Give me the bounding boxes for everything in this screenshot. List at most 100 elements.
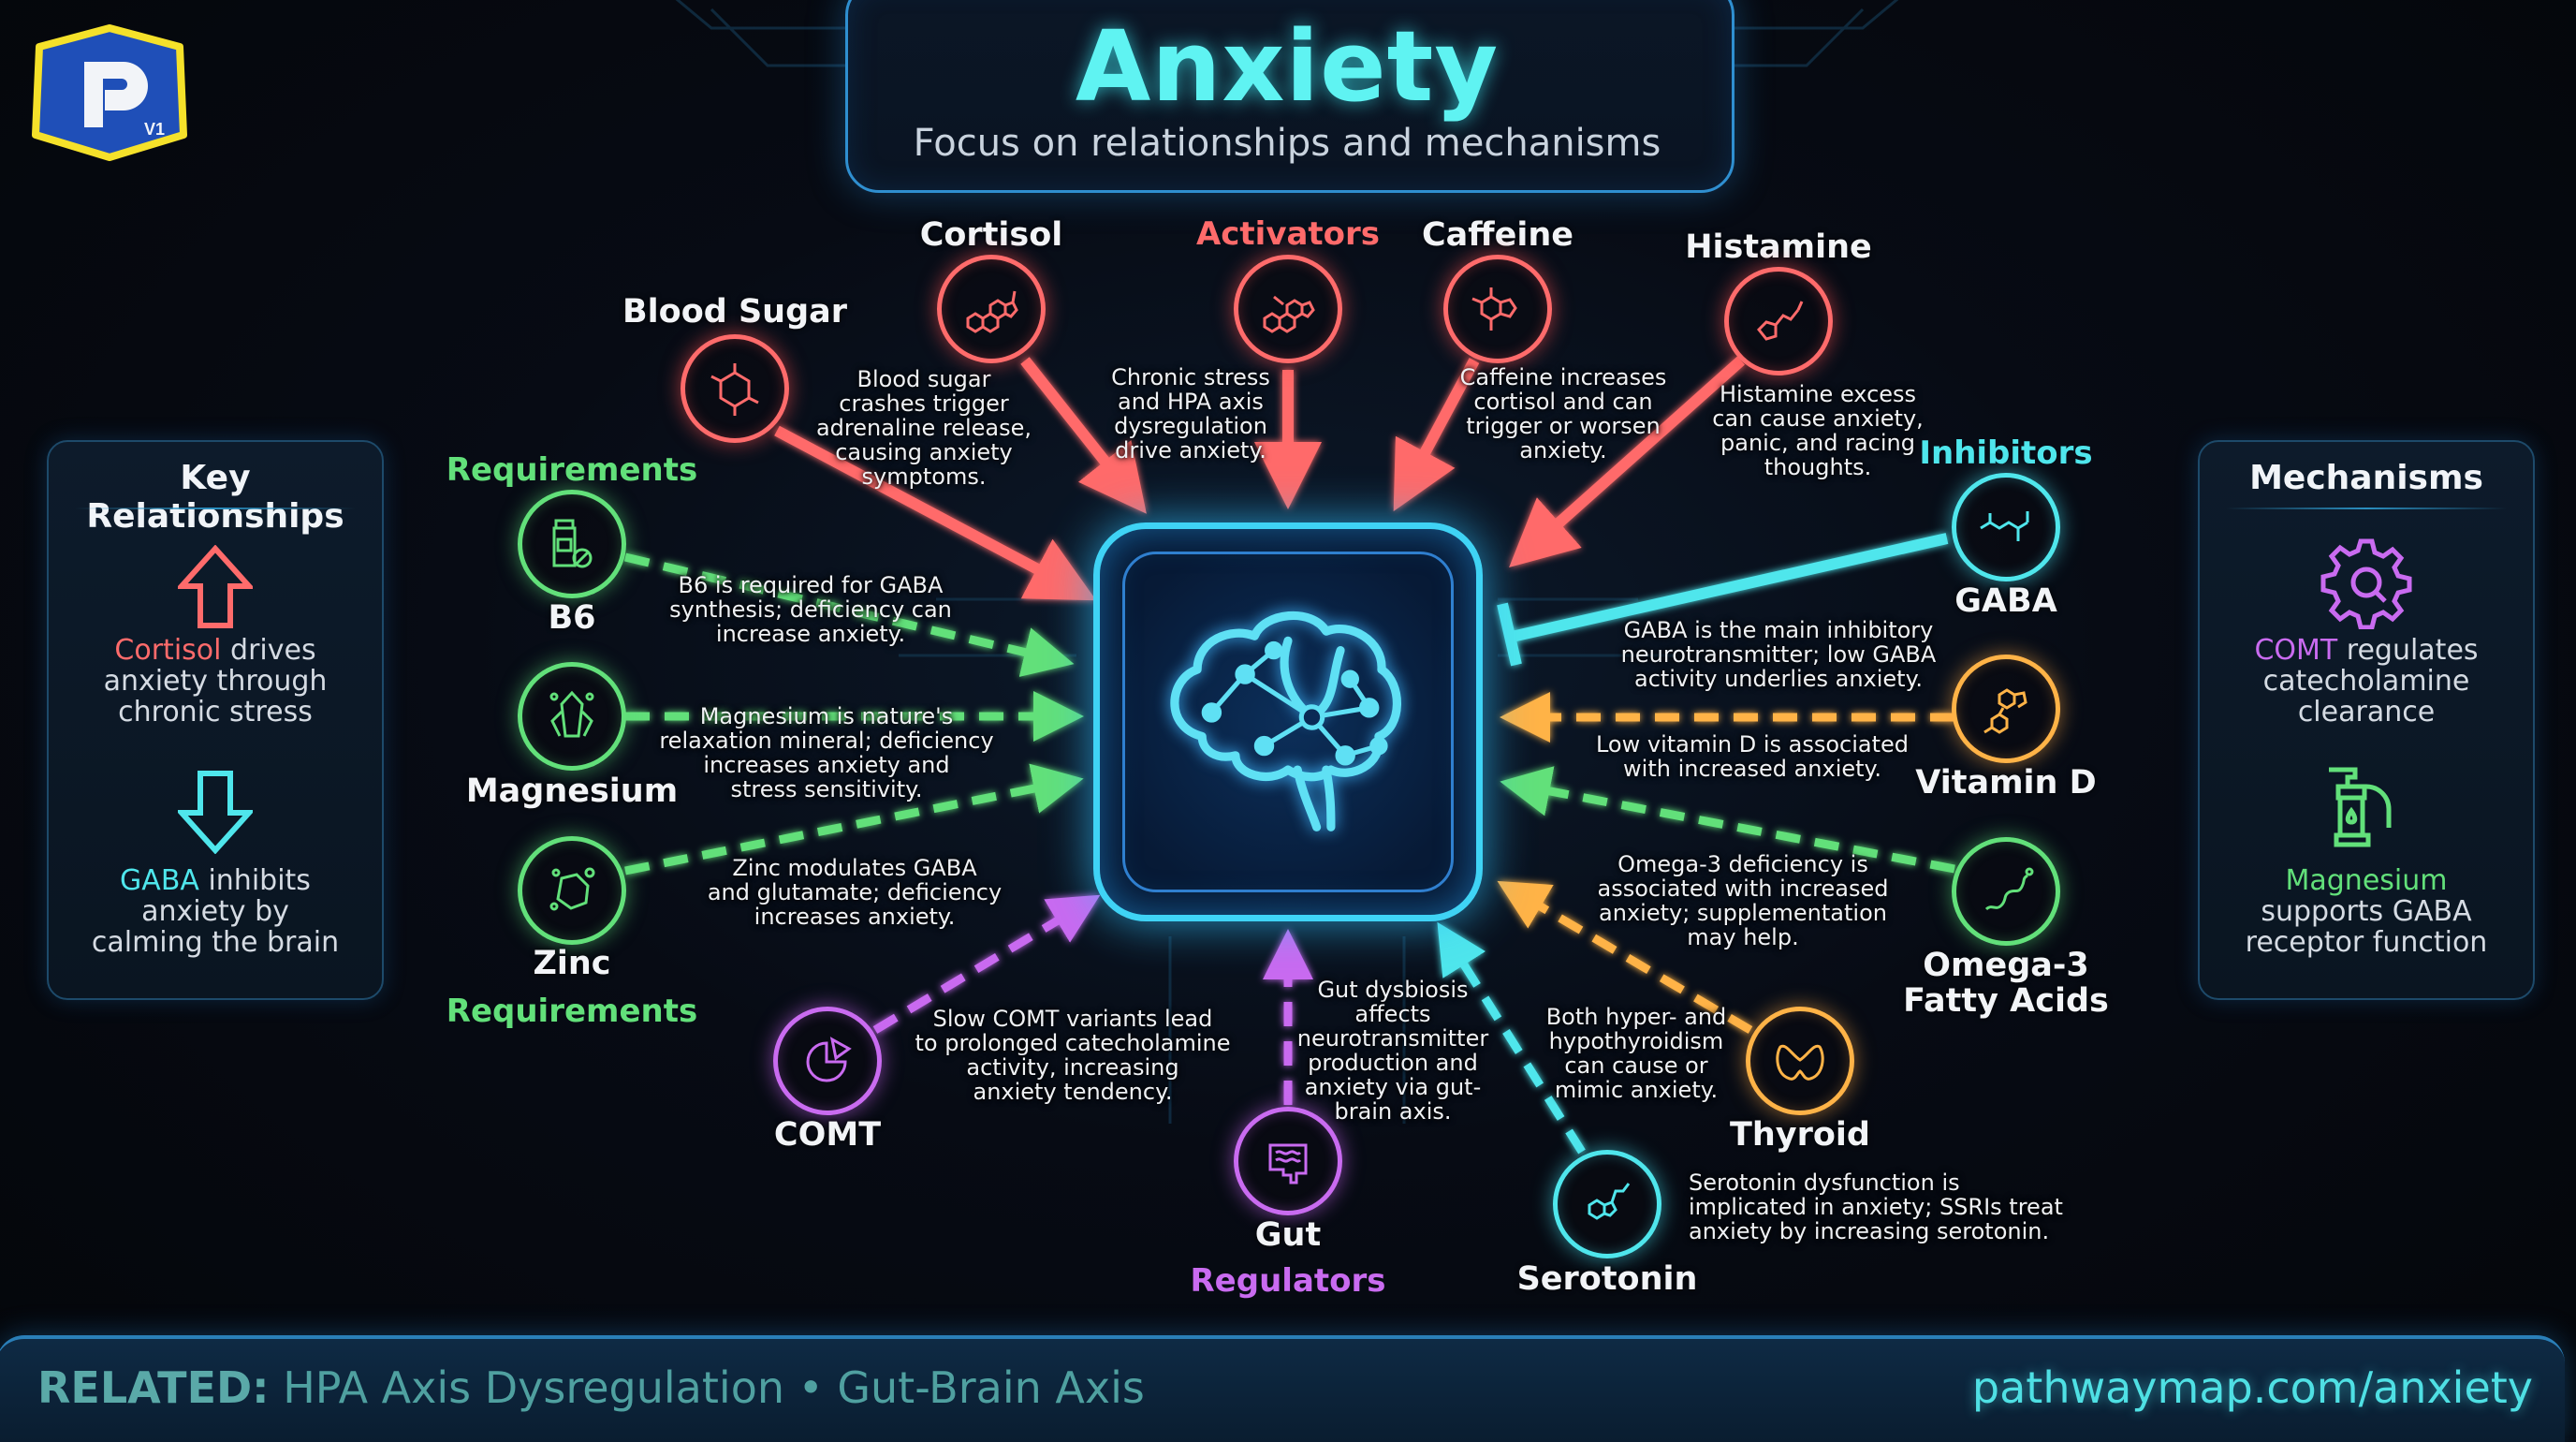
title-box (845, 0, 1734, 193)
divider (75, 508, 356, 509)
divider (2226, 508, 2507, 509)
arrow-comt (872, 894, 1101, 1034)
key-relationships-panel: Key Relationships Cortisol drives anxiet… (47, 440, 384, 1000)
group-label-activators: Activators (1195, 215, 1381, 253)
node-label-serotonin: Serotonin (1516, 1260, 1698, 1298)
node-label-blood-sugar: Blood Sugar (622, 293, 848, 331)
node-label-thyroid: Thyroid (1730, 1116, 1870, 1154)
node-gut[interactable] (1234, 1107, 1342, 1215)
mechanisms-panel: Mechanisms COMT regulates catecholamine … (2198, 440, 2535, 1000)
caffeine-molecule-icon (1471, 287, 1517, 331)
node-thyroid[interactable] (1746, 1007, 1854, 1115)
gear-icon (2320, 538, 2412, 629)
related-items[interactable]: HPA Axis Dysregulation • Gut-Brain Axis (283, 1362, 1145, 1413)
node-label-histamine: Histamine (1685, 228, 1872, 266)
inhibit-gaba (1510, 533, 1949, 642)
node-label-magnesium: Magnesium (465, 772, 679, 810)
arrow-serotonin (1437, 921, 1586, 1155)
related-links: RELATED: HPA Axis Dysregulation • Gut-Br… (37, 1362, 1145, 1413)
arrow-omega3 (1500, 766, 1955, 874)
mineral-rock-icon (549, 867, 595, 911)
arrow-down-icon (178, 771, 253, 854)
group-label-inhibitors: Inhibitors (1919, 434, 2093, 472)
node-b6[interactable] (518, 490, 626, 598)
group-label-regulators: Regulators (1190, 1262, 1386, 1300)
enzyme-pie-icon (806, 1037, 852, 1082)
node-gaba[interactable] (1952, 473, 2060, 581)
node-caffeine[interactable] (1443, 255, 1552, 363)
anxiety-center-node[interactable] (1093, 522, 1483, 921)
node-histamine[interactable] (1724, 267, 1833, 375)
node-zinc[interactable] (518, 836, 626, 945)
node-label-gut: Gut (1254, 1216, 1322, 1254)
node-label-b6: B6 (548, 599, 596, 637)
arrow-histamine (1509, 356, 1745, 567)
page-subtitle: Focus on relationships and mechanisms (913, 122, 1661, 165)
node-serotonin[interactable] (1553, 1150, 1661, 1258)
key-relationship-gaba: GABA inhibits anxiety by calming the bra… (91, 864, 340, 959)
node-label-cortisol: Cortisol (919, 216, 1063, 254)
arrow-blood-sugar (774, 425, 1097, 601)
serotonin-molecule-icon (1588, 1183, 1631, 1220)
group-label-requirements-bottom: Requirements (446, 993, 698, 1030)
crystal-icon (549, 690, 594, 738)
center-inner-frame (1122, 552, 1454, 892)
mechanism-magnesium: Magnesium supports GABA receptor functio… (2245, 864, 2488, 959)
node-activators[interactable] (1234, 255, 1342, 363)
node-omega-3[interactable] (1952, 837, 2060, 946)
key-relationship-cortisol: Cortisol drives anxiety through chronic … (103, 634, 328, 728)
node-label-caffeine: Caffeine (1421, 216, 1574, 254)
supplement-bottle-icon (552, 519, 593, 568)
node-vitamin-d[interactable] (1952, 655, 2060, 763)
arrow-thyroid (1497, 880, 1753, 1034)
related-label: RELATED: (37, 1362, 270, 1413)
node-magnesium[interactable] (518, 662, 626, 771)
brain-icon (1170, 611, 1401, 831)
panel-title: Mechanisms (2249, 459, 2483, 497)
page-title: Anxiety (1075, 9, 1500, 124)
node-blood-sugar[interactable] (681, 334, 789, 443)
mechanism-comt: COMT regulates catecholamine clearance (2254, 634, 2479, 728)
node-label-comt: COMT (773, 1116, 882, 1154)
histamine-molecule-icon (1756, 301, 1804, 341)
fatty-acid-chain-icon (1984, 867, 2034, 911)
gaba-molecule-icon (1980, 511, 2029, 541)
node-cortisol[interactable] (937, 255, 1046, 363)
panel-title: Key Relationships (86, 459, 344, 536)
steroid-molecule-icon (1263, 295, 1315, 333)
group-label-requirements-top: Requirements (446, 451, 698, 489)
footer-url-link[interactable]: pathwaymap.com/anxiety (1971, 1362, 2533, 1413)
vitamin-d-molecule-icon (1983, 688, 2027, 734)
steroid-molecule-icon (966, 290, 1018, 333)
arrow-cortisol (1020, 357, 1147, 514)
svg-text:V1: V1 (144, 120, 165, 139)
node-label-vitamin-d: Vitamin D (1915, 764, 2097, 802)
arrow-caffeine (1393, 358, 1480, 512)
pathwaymap-logo[interactable]: V1 (30, 24, 189, 161)
footer-bar (0, 1335, 2565, 1442)
node-comt[interactable] (773, 1007, 882, 1115)
thyroid-gland-icon (1776, 1044, 1824, 1081)
glucose-molecule-icon (710, 363, 759, 416)
arrow-up-icon (178, 545, 253, 628)
arrow-b6 (623, 552, 1075, 677)
pump-bottle-icon (2329, 767, 2392, 847)
intestine-icon (1268, 1143, 1308, 1184)
arrow-zinc (624, 763, 1084, 876)
